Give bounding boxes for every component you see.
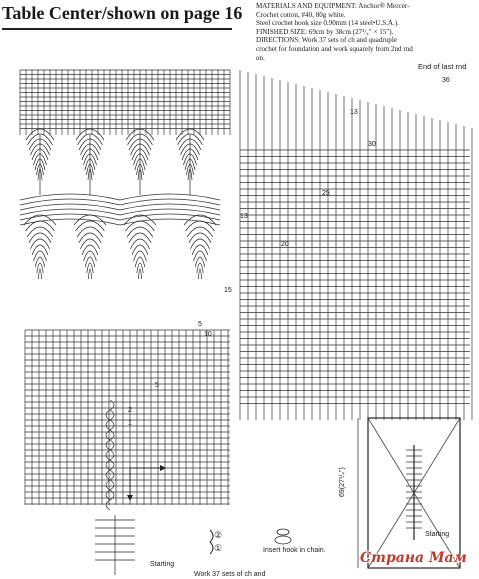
round-number-30: 30 (368, 141, 376, 148)
materials-text-block: MATERIALS AND EQUIPMENT: Anchor® Mercer-… (256, 2, 478, 62)
pineapple-row (138, 268, 142, 280)
pineapple-row (80, 238, 100, 250)
pineapple-row (123, 214, 157, 226)
pineapple-row (175, 128, 205, 141)
pineapple-row (78, 232, 102, 244)
materials-line: Crochet cotton, #40, 80g white. (256, 10, 346, 19)
pineapple-row (26, 226, 54, 238)
pineapple-row (83, 250, 97, 262)
pineapple-row (86, 262, 94, 274)
page-title: Table Center/shown on page 16 (2, 3, 243, 23)
label-end-of-last-round: End of last rnd (418, 62, 467, 71)
pineapple-row (34, 256, 46, 268)
round-number-36: 36 (442, 77, 450, 84)
arch-row (19, 218, 221, 226)
dimension-label: 69(27¹/₄") (339, 467, 346, 497)
pineapple-row (76, 226, 104, 238)
schematic-outline (367, 417, 461, 569)
circled-step-1: ① (214, 543, 223, 553)
arch-row (19, 208, 221, 216)
arch-row (19, 198, 221, 206)
pineapple-row (128, 232, 152, 244)
round-number-13: 13 (350, 109, 358, 116)
stitch-symbol-diagram (209, 529, 214, 555)
pineapple-row (185, 220, 215, 232)
pineapple-row (30, 238, 50, 250)
pineapple-row (194, 256, 206, 268)
circled-step-2: ② (214, 530, 223, 540)
pineapple-row (36, 262, 44, 274)
round-number-15: 15 (224, 287, 232, 294)
pineapple-row (190, 238, 210, 250)
center-spine-stitch (105, 489, 115, 511)
pineapple-row (183, 214, 217, 226)
work-sets-note: Work 37 sets of ch and (194, 571, 266, 578)
pineapple-row (75, 220, 105, 232)
watermark: Страна Мам (360, 550, 467, 566)
pineapple-motifs (23, 128, 422, 575)
pineapple-row (28, 232, 52, 244)
pineapple-row (177, 133, 203, 146)
starting-label-schematic: Starting (425, 531, 450, 538)
pineapple-row (38, 268, 42, 280)
materials-line: Steel crochet hook size 0.90mm (14 steel… (256, 19, 399, 28)
arch-row (19, 203, 221, 211)
round-number-10: 10 (204, 331, 212, 338)
round-number-13b: 13 (240, 213, 248, 220)
round-number-5b: 5 (155, 382, 159, 389)
title-underline (2, 2, 232, 30)
pineapple-row (33, 250, 47, 262)
round-number-2: 2 (128, 407, 132, 414)
pineapple-row (125, 128, 155, 141)
pineapple-row (134, 256, 146, 268)
hook-loop-diagram (276, 528, 290, 536)
starting-label-detail: Starting (150, 561, 175, 568)
pineapple-row (127, 133, 153, 146)
pineapple-row (125, 220, 155, 232)
pineapple-row (73, 214, 107, 226)
arch-row (19, 213, 221, 221)
hook-loop-diagram (274, 535, 292, 545)
pineapple-row (193, 250, 207, 262)
pineapple-row (126, 226, 154, 238)
pineapple-row (196, 262, 204, 274)
pineapple-row (84, 256, 96, 268)
pineapple-row (75, 128, 105, 141)
pineapple-row (133, 250, 147, 262)
pineapple-row (77, 133, 103, 146)
pineapple-row (25, 220, 55, 232)
pineapple-row (131, 244, 149, 256)
materials-line: on. (256, 53, 265, 62)
pineapple-row (23, 214, 57, 226)
materials-line: DIRECTIONS: Work 37 sets of ch and quadr… (256, 36, 397, 45)
crochet-chart (19, 69, 473, 575)
arrow-head (160, 465, 166, 471)
pineapple-row (191, 244, 209, 256)
round-number-20: 20 (281, 241, 289, 248)
pineapple-row (198, 268, 202, 280)
pineapple-row (188, 232, 212, 244)
arrow-head (127, 495, 133, 501)
chart-grid (19, 69, 473, 505)
pineapple-row (186, 226, 214, 238)
insert-hook-note: Insert hook in chain. (263, 547, 326, 554)
pineapple-row (31, 244, 49, 256)
materials-line: MATERIALS AND EQUIPMENT: Anchor® Mercer- (256, 2, 410, 10)
pineapple-row (27, 133, 53, 146)
pineapple-row (88, 268, 92, 280)
round-number-1: 1 (128, 420, 132, 427)
materials-line: crochet for foundation and work squarely… (256, 44, 413, 53)
pineapple-row (136, 262, 144, 274)
pineapple-row (130, 238, 150, 250)
pineapple-row (81, 244, 99, 256)
materials-line: FINISHED SIZE: 69cm by 38cm (27¹/₄" × 15… (256, 27, 394, 36)
round-number-5: 5 (198, 321, 202, 328)
round-number-25: 25 (322, 190, 330, 197)
pineapple-row (25, 128, 55, 141)
